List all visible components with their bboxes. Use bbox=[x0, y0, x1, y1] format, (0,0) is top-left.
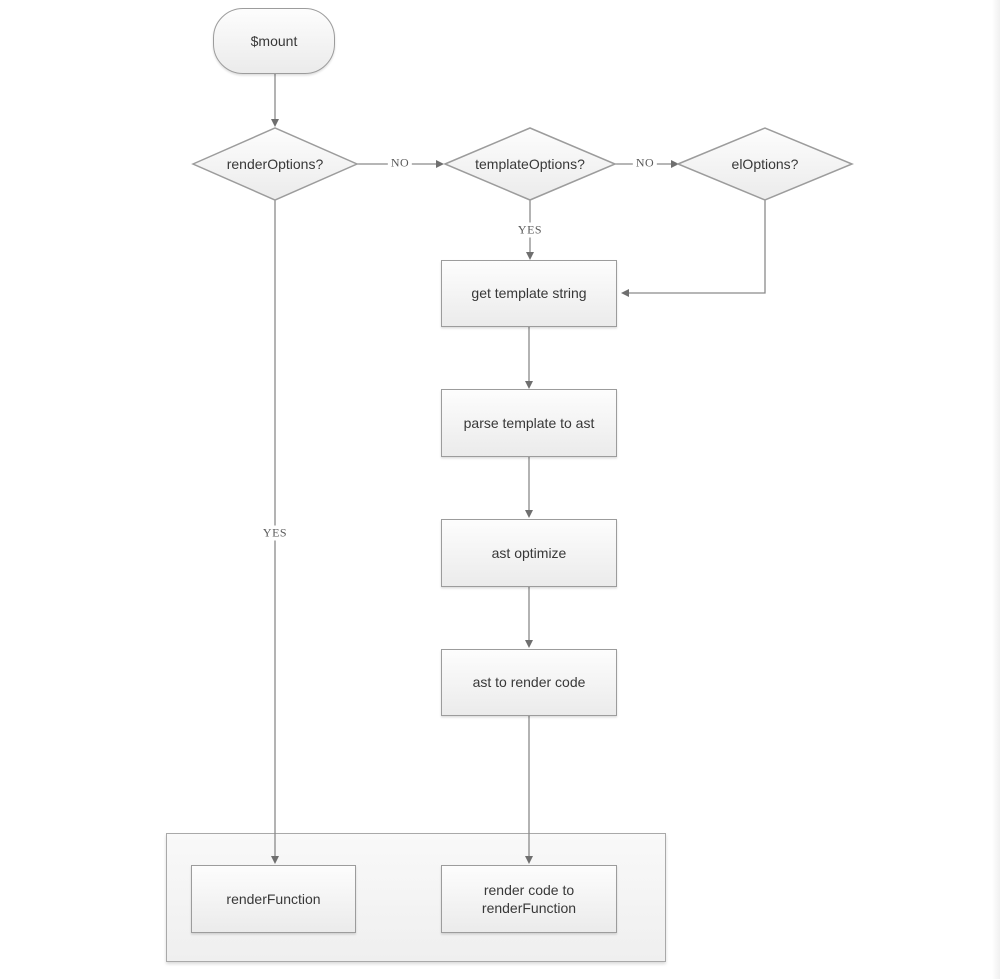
edge-label-yes-template: YES bbox=[514, 222, 546, 238]
arrowhead bbox=[436, 160, 444, 168]
node-render-code-to-render-function: render code to renderFunction bbox=[441, 865, 617, 933]
page-edge-shade bbox=[992, 0, 1000, 979]
edge-label-no-1: NO bbox=[387, 155, 413, 171]
node-mount: $mount bbox=[213, 8, 335, 74]
node-render-code-to-render-function-label: render code to renderFunction bbox=[481, 881, 577, 916]
node-get-template-string: get template string bbox=[441, 260, 617, 327]
arrowhead bbox=[671, 160, 679, 168]
node-mount-label: $mount bbox=[250, 32, 298, 49]
arrowhead bbox=[621, 289, 629, 297]
node-render-function-label: renderFunction bbox=[226, 890, 321, 907]
arrowhead bbox=[271, 119, 279, 127]
arrowhead bbox=[525, 381, 533, 389]
edge-label-no-2: NO bbox=[632, 155, 658, 171]
edge-label-yes-render: YES bbox=[259, 525, 291, 541]
arrowhead bbox=[525, 856, 533, 864]
node-ast-optimize: ast optimize bbox=[441, 519, 617, 587]
decision-render-options-shape bbox=[191, 127, 359, 201]
arrowhead bbox=[525, 510, 533, 518]
edge-el-options-to-get-template-string bbox=[629, 200, 766, 294]
arrowhead bbox=[526, 252, 534, 260]
node-parse-template-to-ast: parse template to ast bbox=[441, 389, 617, 457]
node-ast-to-render-code-label: ast to render code bbox=[472, 674, 586, 691]
node-ast-to-render-code: ast to render code bbox=[441, 649, 617, 716]
node-get-template-string-label: get template string bbox=[471, 285, 587, 302]
node-parse-template-to-ast-label: parse template to ast bbox=[463, 414, 595, 431]
decision-el-options-shape bbox=[676, 127, 854, 201]
arrowhead bbox=[525, 640, 533, 648]
arrowhead bbox=[271, 856, 279, 864]
node-render-function: renderFunction bbox=[191, 865, 356, 933]
decision-template-options-shape bbox=[443, 127, 617, 201]
node-ast-optimize-label: ast optimize bbox=[491, 544, 567, 561]
